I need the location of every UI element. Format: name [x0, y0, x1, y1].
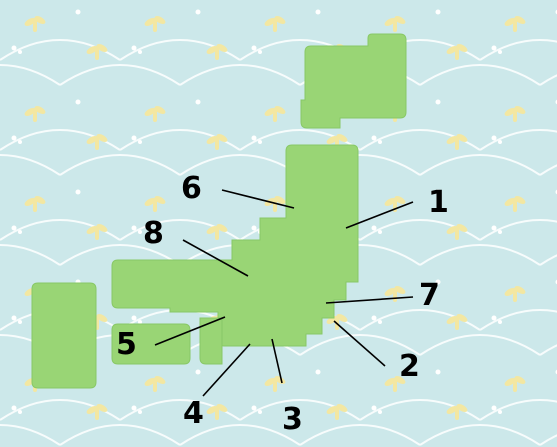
leader-line-7	[325, 296, 414, 304]
honshu-island	[111, 144, 359, 347]
label-5: 5	[116, 327, 137, 362]
kyushu-island	[31, 282, 97, 389]
shikoku-island	[111, 323, 191, 365]
leader-line-2	[333, 320, 386, 367]
leader-line-1	[345, 201, 414, 229]
leader-line-8	[182, 239, 249, 277]
leader-line-5	[154, 316, 226, 346]
leader-line-6	[221, 189, 295, 209]
label-1: 1	[428, 185, 449, 220]
label-8: 8	[143, 216, 164, 251]
label-6: 6	[181, 171, 202, 206]
leader-line-4	[202, 343, 251, 397]
label-4: 4	[183, 396, 204, 431]
kinki-block	[199, 317, 223, 365]
label-3: 3	[282, 402, 303, 437]
leader-line-3	[271, 338, 283, 384]
label-7: 7	[419, 278, 440, 313]
label-2: 2	[399, 349, 420, 384]
hokkaido-island	[300, 33, 407, 129]
